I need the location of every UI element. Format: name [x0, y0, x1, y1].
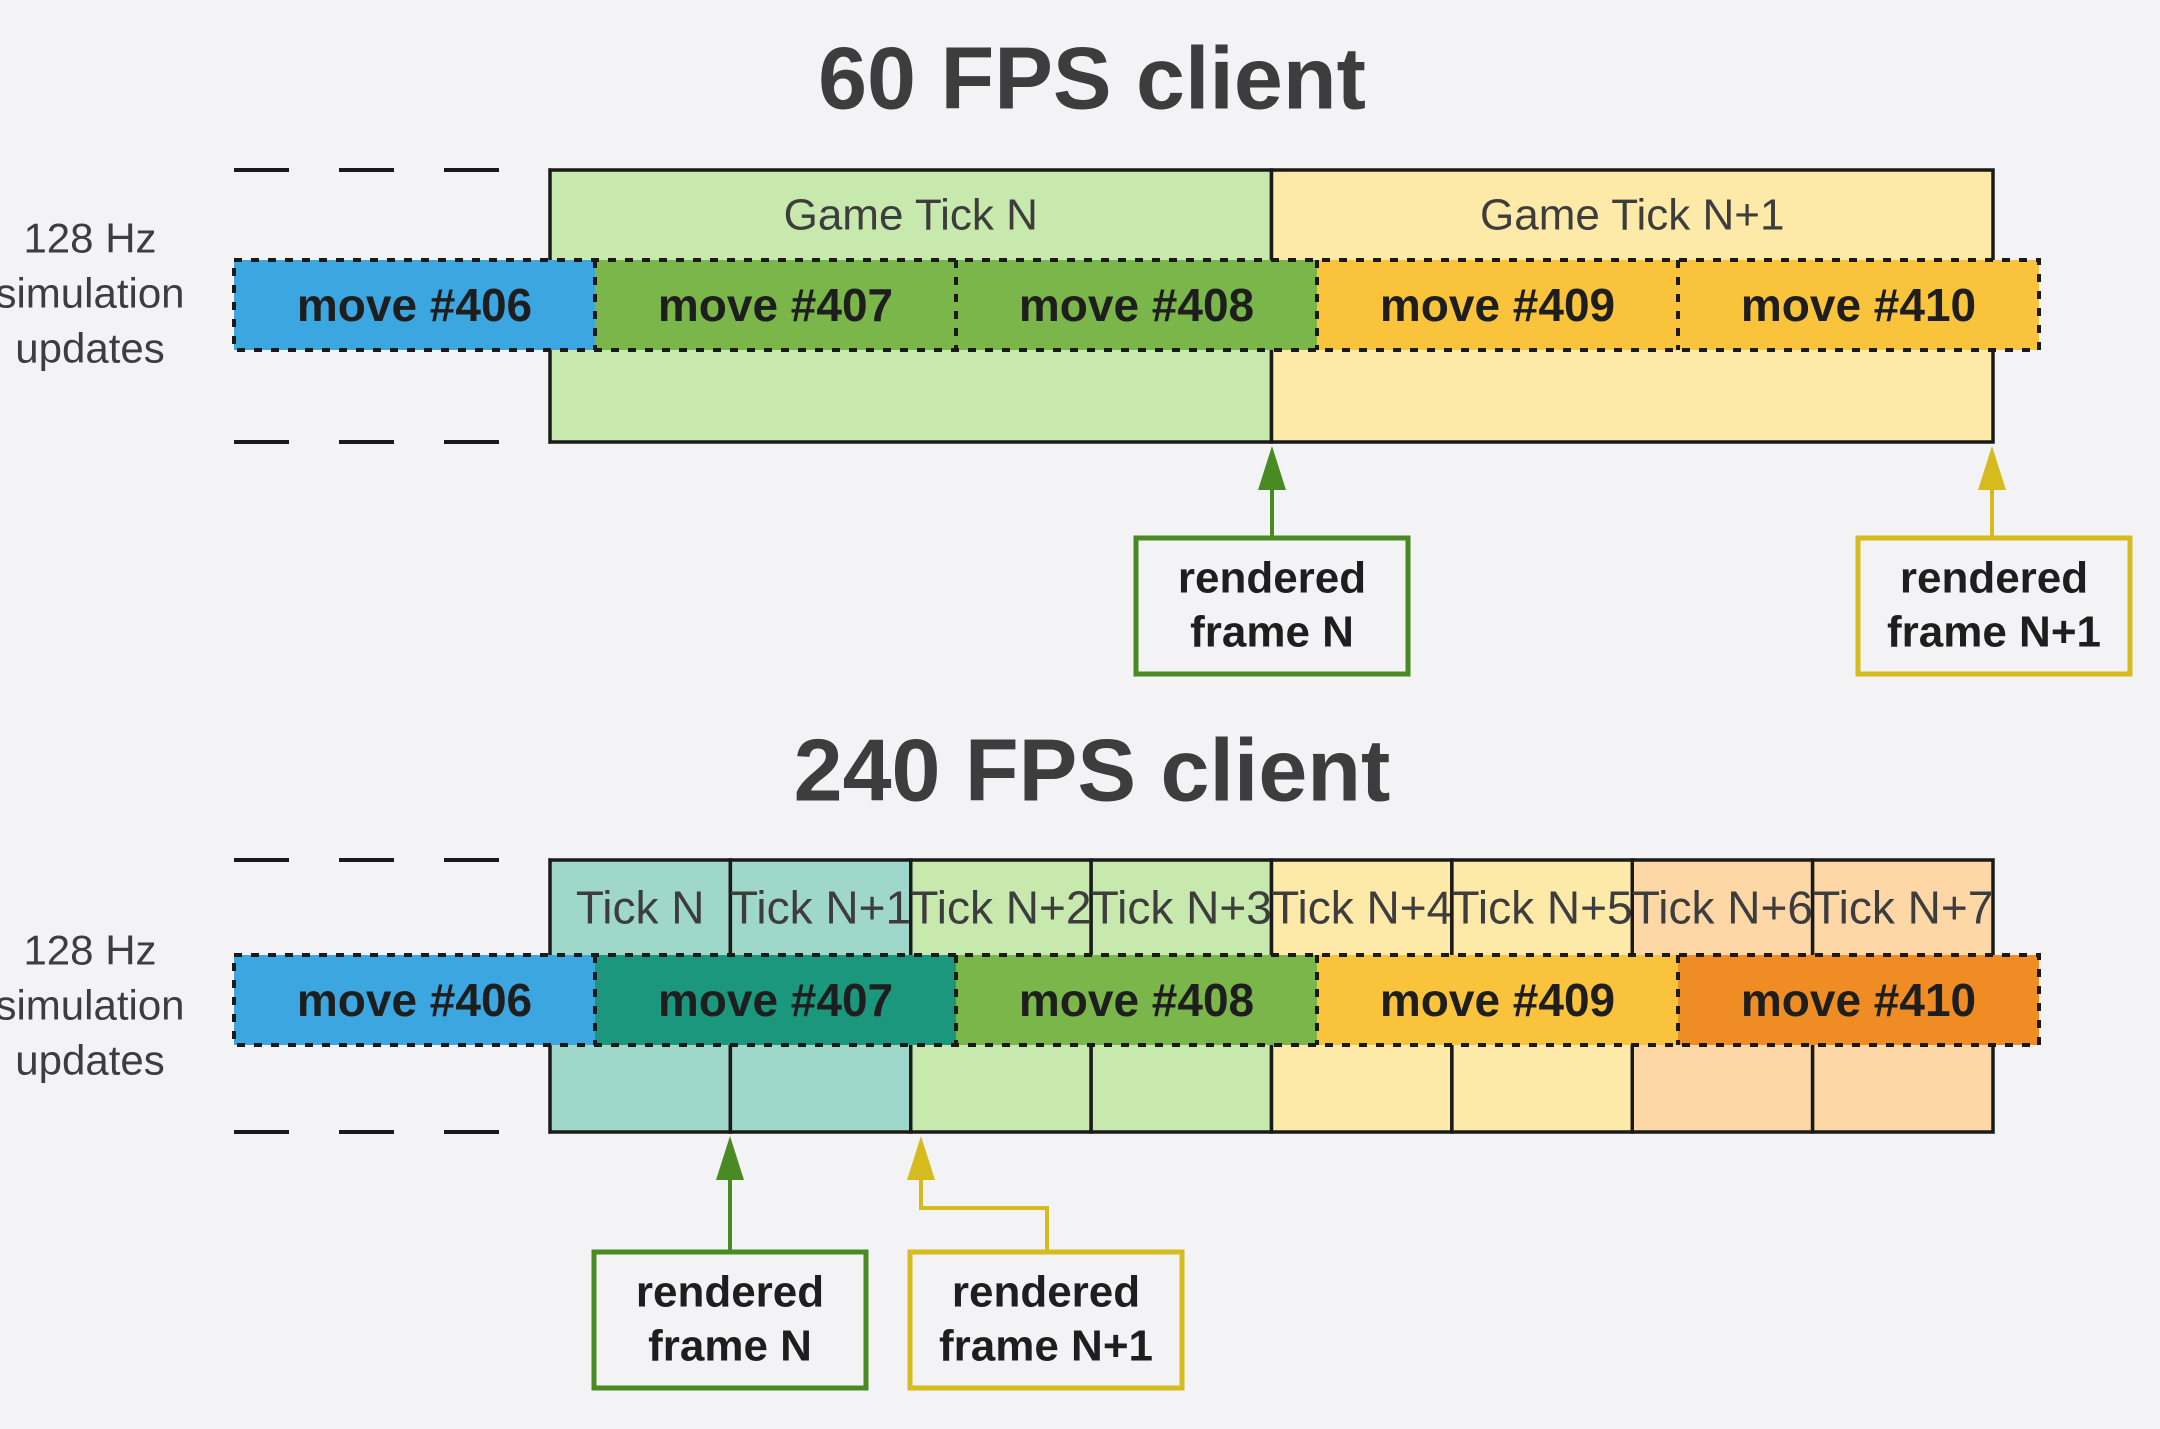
move-label: move #406: [297, 279, 532, 331]
move-segment: [1317, 260, 1678, 350]
callout-connector: [919, 1160, 1049, 1252]
move-segment: [1678, 955, 2039, 1045]
move-strip-border: [232, 258, 2041, 352]
move-strip: move #406 move #407 move #408 move #409 move…: [232, 258, 2041, 352]
callout-rendered-frame-n1: rendered frame N+1: [1855, 446, 2133, 677]
panel-title: 60 FPS client: [818, 29, 1366, 128]
callout-text: frame N: [1190, 608, 1354, 657]
side-label-line: simulation: [0, 982, 185, 1029]
tick-label: Game Tick N+1: [1480, 191, 1784, 240]
tick-label: Tick N+4: [1271, 882, 1452, 934]
move-segment: [234, 260, 595, 350]
move-segment: [595, 955, 956, 1045]
move-label: move #410: [1741, 279, 1976, 331]
move-label: move #406: [297, 974, 532, 1026]
move-label: move #407: [658, 279, 893, 331]
arrow-head-icon: [716, 1136, 744, 1180]
tick-label: Tick N+6: [1632, 882, 1813, 934]
arrow-head-icon: [1978, 446, 2006, 490]
callout-box: [907, 1249, 1185, 1391]
move-segment: [956, 955, 1317, 1045]
move-label: move #410: [1741, 974, 1976, 1026]
move-label: move #408: [1019, 974, 1254, 1026]
move-segment: [956, 260, 1317, 350]
tick-label: Tick N+2: [910, 882, 1091, 934]
move-strip-border: [232, 953, 2041, 1047]
side-label-line: 128 Hz: [23, 927, 156, 974]
side-label-line: updates: [15, 1037, 164, 1084]
panel-60fps: 60 FPS client 128 Hz simulation updates Game…: [0, 29, 2133, 677]
callout-text: rendered: [952, 1268, 1140, 1317]
callout-rendered-frame-n: rendered frame N: [1133, 446, 1411, 677]
callout-box: [1133, 535, 1411, 677]
move-label: move #409: [1380, 279, 1615, 331]
callout-box: [591, 1249, 869, 1391]
move-label: move #408: [1019, 279, 1254, 331]
panel-title: 240 FPS client: [794, 721, 1391, 820]
panel-240fps: 240 FPS client 128 Hz simulation updates Tic…: [0, 721, 2041, 1391]
move-segment: [1678, 260, 2039, 350]
move-segment: [595, 260, 956, 350]
tick-label: Game Tick N: [784, 191, 1038, 240]
move-label: move #407: [658, 974, 893, 1026]
move-label: move #409: [1380, 974, 1615, 1026]
callout-text: frame N+1: [939, 1322, 1153, 1371]
tick-label: Tick N+1: [730, 882, 911, 934]
callout-text: frame N+1: [1887, 608, 2101, 657]
arrow-head-icon: [907, 1136, 935, 1180]
callout-rendered-frame-n: rendered frame N: [591, 1136, 869, 1391]
callout-rendered-frame-n1: rendered frame N+1: [907, 1136, 1185, 1391]
callout-text: rendered: [636, 1268, 824, 1317]
move-strip: move #406 move #407 move #408 move #409 move…: [232, 953, 2041, 1047]
tick-label: Tick N+5: [1452, 882, 1633, 934]
callout-text: rendered: [1178, 554, 1366, 603]
callout-text: frame N: [648, 1322, 812, 1371]
tick-label: Tick N: [576, 882, 705, 934]
callout-box: [1855, 535, 2133, 677]
tick-label: Tick N+7: [1812, 882, 1993, 934]
side-label-line: simulation: [0, 270, 185, 317]
callout-text: rendered: [1900, 554, 2088, 603]
side-label: 128 Hz simulation updates: [0, 215, 185, 372]
arrow-head-icon: [1258, 446, 1286, 490]
tick-label: Tick N+3: [1091, 882, 1272, 934]
move-segment: [234, 955, 595, 1045]
side-label: 128 Hz simulation updates: [0, 927, 185, 1084]
move-segment: [1317, 955, 1678, 1045]
side-label-line: updates: [15, 325, 164, 372]
side-label-line: 128 Hz: [23, 215, 156, 262]
